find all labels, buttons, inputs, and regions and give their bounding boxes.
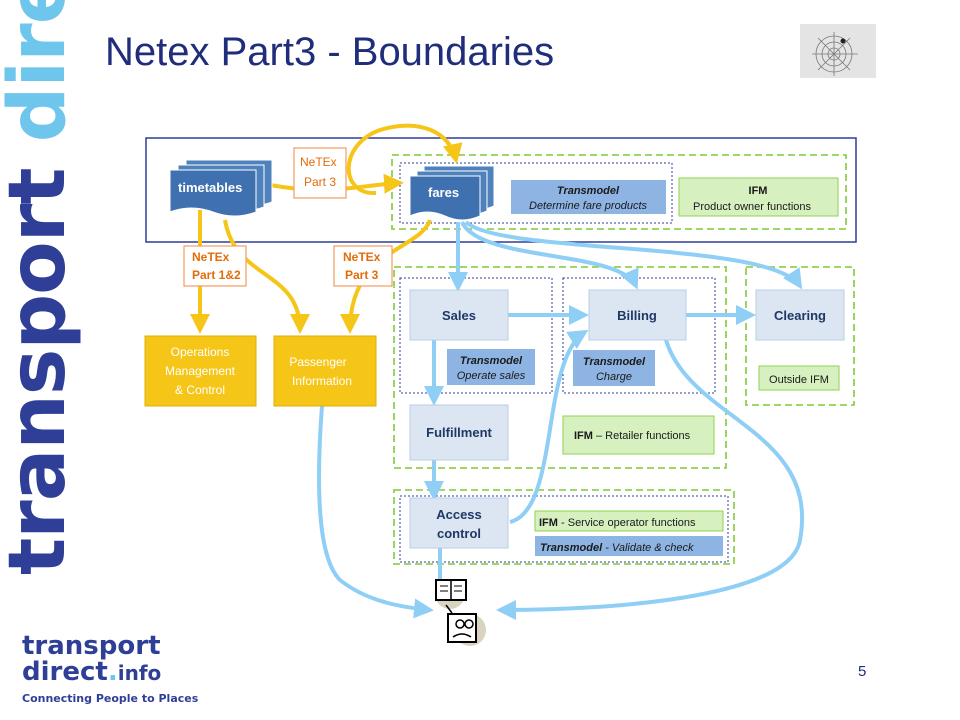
slide-title: Netex Part3 - Boundaries: [105, 30, 555, 74]
arrow-passenger-journey: [317, 405, 434, 619]
svg-text:Transmodel: Transmodel: [460, 355, 523, 367]
passenger-node: Passenger Information: [273, 335, 377, 407]
svg-text:Billing: Billing: [617, 308, 657, 323]
svg-text:Sales: Sales: [442, 308, 476, 323]
svg-text:Determine fare products: Determine fare products: [529, 200, 647, 212]
sales-dotted: [399, 277, 553, 394]
logo-line1: transport: [22, 631, 161, 661]
svg-text:Part 3: Part 3: [345, 268, 379, 282]
transmodel-operate-box: Transmodel Operate sales: [447, 349, 535, 385]
sales-node: Sales: [409, 289, 509, 341]
svg-text:Access: Access: [436, 507, 482, 522]
svg-text:Transmodel - Validate & check: Transmodel - Validate & check: [540, 542, 694, 554]
ifm-service-box: IFM - Service operator functions: [534, 510, 724, 532]
transport-direct-logo: transport direct.info Connecting People …: [22, 633, 222, 713]
svg-text:Outside IFM: Outside IFM: [769, 374, 829, 386]
svg-text:Transmodel: Transmodel: [583, 356, 646, 368]
arrow-fares-clearing: [464, 220, 803, 290]
clearing-node: Clearing: [755, 289, 845, 341]
timetables-label: timetables: [178, 180, 242, 195]
ifm-retailer-box: IFM – Retailer functions: [562, 415, 715, 455]
svg-text:Management: Management: [165, 364, 236, 378]
arrow-billing-journey: [496, 339, 804, 620]
netex-part3-mid-box: NeTEx Part 3: [333, 245, 393, 287]
yellow-arrow-passenger: [223, 219, 310, 334]
outside-ifm-box: Outside IFM: [758, 365, 840, 391]
fares-label: fares: [428, 185, 459, 200]
svg-text:NeTEx: NeTEx: [192, 250, 230, 264]
svg-text:control: control: [437, 526, 481, 541]
svg-text:& Control: & Control: [175, 383, 225, 397]
retailer-group: [393, 266, 727, 469]
svg-text:NeTEx: NeTEx: [300, 155, 337, 169]
transmodel-determine-box: Transmodel Determine fare products: [511, 180, 666, 214]
billing-node: Billing: [588, 289, 687, 341]
svg-text:Clearing: Clearing: [774, 308, 826, 323]
svg-text:Passenger: Passenger: [289, 355, 346, 369]
access-group: [393, 489, 735, 565]
logo-tagline: Connecting People to Places: [22, 692, 199, 705]
access-control-node: Access control: [409, 497, 509, 549]
svg-text:IFM – Retailer functions: IFM – Retailer functions: [574, 430, 691, 442]
yellow-arrow-loop: [346, 123, 463, 196]
access-dotted: [399, 495, 729, 563]
clearing-group: [745, 266, 855, 406]
svg-text:Part 3: Part 3: [304, 175, 336, 189]
ifm-product-box: IFM Product owner functions: [678, 177, 839, 217]
timetables-node: timetables: [169, 159, 273, 217]
transmodel-charge-box: Transmodel Charge: [573, 350, 655, 386]
billing-dotted: [562, 277, 716, 394]
fares-node: fares: [409, 165, 495, 221]
spider-web-icon: [800, 24, 876, 78]
transmodel-validate-box: Transmodel - Validate & check: [535, 536, 723, 556]
arrow-access-billing: [509, 329, 589, 524]
netex-part12-box: NeTEx Part 1&2: [183, 245, 247, 287]
arrow-fares-billing: [460, 220, 639, 290]
svg-text:Product owner functions: Product owner functions: [693, 201, 812, 213]
svg-text:IFM - Service operator functio: IFM - Service operator functions: [539, 517, 696, 529]
logo-line2: direct.info: [22, 657, 162, 687]
svg-text:Operate sales: Operate sales: [457, 370, 526, 382]
page-number: 5: [858, 663, 867, 680]
svg-text:Fulfillment: Fulfillment: [426, 425, 492, 440]
operations-node: Operations Management & Control: [144, 335, 257, 407]
svg-text:Part 1&2: Part 1&2: [192, 268, 241, 282]
svg-text:Information: Information: [292, 374, 352, 388]
svg-text:Operations: Operations: [171, 345, 230, 359]
netex-part3-top-box: NeTEx Part 3: [293, 147, 347, 199]
svg-text:NeTEx: NeTEx: [343, 250, 381, 264]
svg-text:IFM: IFM: [749, 185, 768, 197]
fulfillment-node: Fulfillment: [409, 404, 509, 461]
svg-text:Transmodel: Transmodel: [557, 185, 620, 197]
svg-text:Charge: Charge: [596, 371, 632, 383]
book-traveller-icon: [435, 579, 486, 646]
